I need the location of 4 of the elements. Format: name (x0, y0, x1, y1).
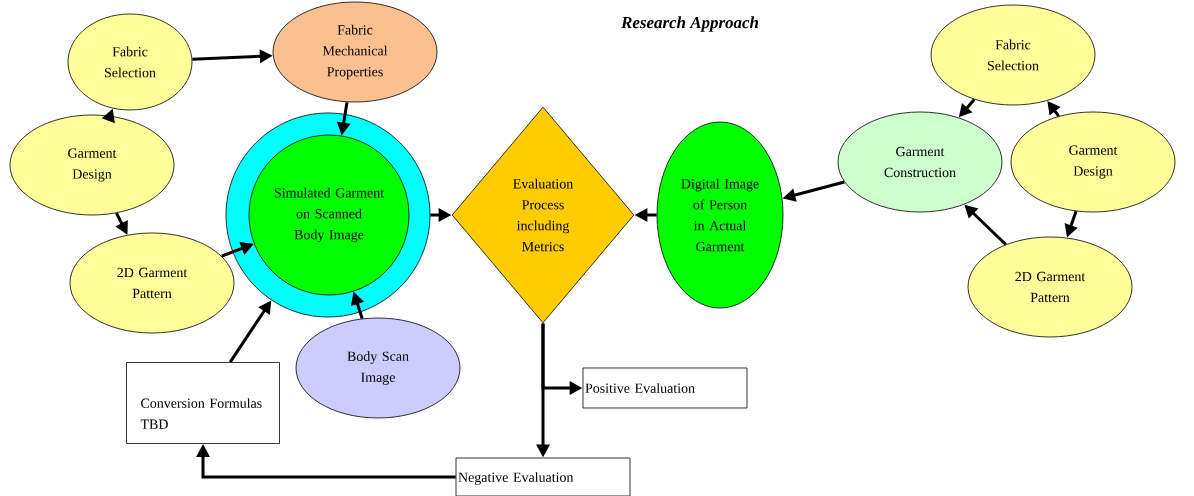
process-box: Positive Evaluation (582, 367, 748, 409)
process-box: Conversion Formulas TBD (126, 362, 280, 444)
process-box: Negative Evaluation (455, 457, 631, 496)
title: Research Approach (621, 16, 759, 32)
